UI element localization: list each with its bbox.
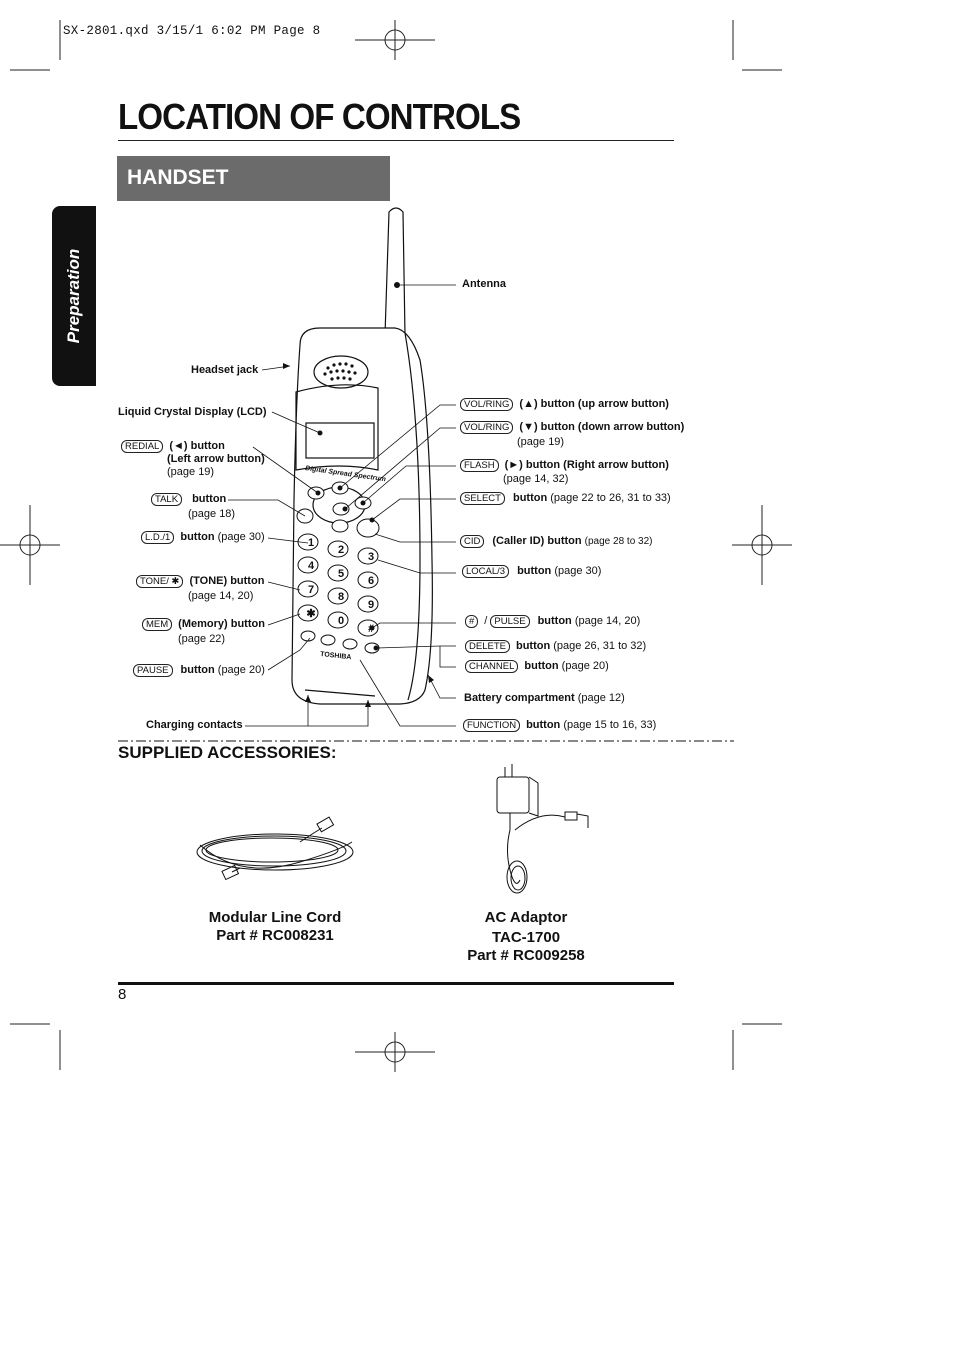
flash-key: FLASH [460, 459, 499, 472]
vol-down-key: VOL/RING [460, 421, 514, 434]
label-flash: FLASH(►) button (Right arrow button) [460, 459, 669, 472]
mem-key: MEM [142, 618, 173, 631]
ac-adaptor-illustration [496, 764, 589, 894]
adaptor-name: AC Adaptor [484, 909, 568, 926]
label-mem-page: (page 22) [178, 633, 226, 645]
adaptor-caption: AC Adaptor TAC-1700 Part # RC009258 [450, 909, 602, 965]
label-redial-sub: (Left arrow button) [167, 453, 265, 465]
local-key: LOCAL/3 [462, 565, 510, 578]
svg-text:7: 7 [308, 584, 314, 596]
svg-text:3: 3 [368, 551, 374, 563]
line-cord-caption: Modular Line Cord Part # RC008231 [190, 909, 360, 945]
svg-text:4: 4 [308, 560, 315, 572]
svg-text:8: 8 [338, 591, 344, 603]
talk-key: TALK [151, 493, 183, 506]
side-tab: Preparation [52, 206, 96, 386]
footer-rule [118, 982, 674, 985]
label-tone: TONE/ ✱(TONE) button [136, 575, 264, 588]
accessories-title: SUPPLIED ACCESSORIES: [118, 743, 337, 762]
label-mem: MEM(Memory) button [142, 618, 265, 631]
label-vol-up: VOL/RING(▲) button (up arrow button) [460, 398, 669, 411]
label-redial-page: (page 19) [167, 466, 215, 478]
svg-text:2: 2 [338, 544, 344, 556]
pulse-key: PULSE [490, 615, 530, 628]
svg-text:1: 1 [308, 537, 314, 549]
channel-key: CHANNEL [465, 660, 519, 673]
vol-up-key: VOL/RING [460, 398, 514, 411]
label-battery: Battery compartment (page 12) [464, 692, 625, 704]
line-cord-illustration [196, 816, 354, 881]
select-key: SELECT [460, 492, 505, 505]
line-cord-name: Modular Line Cord [208, 909, 342, 926]
title-rule [118, 140, 674, 141]
svg-text:✱: ✱ [306, 608, 315, 620]
tone-key: TONE/ ✱ [136, 575, 184, 588]
svg-text:6: 6 [368, 575, 374, 587]
page-title: LOCATION OF CONTROLS [118, 96, 521, 137]
label-vol-down: VOL/RING(▼) button (down arrow button) [460, 421, 684, 434]
cid-key: CID [460, 535, 485, 548]
adaptor-part: Part # RC009258 [467, 947, 585, 964]
section-header: HANDSET [117, 156, 390, 201]
label-flash-page: (page 14, 32) [503, 473, 569, 485]
page-number: 8 [118, 986, 127, 1003]
label-tone-page: (page 14, 20) [188, 590, 254, 602]
phone-brand: TOSHIBA [320, 651, 352, 661]
label-cid: CID(Caller ID) button (page 28 to 32) [460, 535, 652, 548]
label-antenna: Antenna [462, 278, 506, 290]
svg-text:0: 0 [338, 615, 344, 627]
ld-key: L.D./1 [141, 531, 175, 544]
svg-text:5: 5 [338, 568, 344, 580]
print-slug: SX-2801.qxd 3/15/1 6:02 PM Page 8 [63, 24, 321, 38]
label-vol-down-page: (page 19) [517, 436, 565, 448]
function-key: FUNCTION [463, 719, 521, 732]
redial-key: REDIAL [121, 440, 164, 453]
label-headset-jack: Headset jack [191, 364, 259, 376]
adaptor-model: TAC-1700 [491, 929, 561, 946]
svg-text:9: 9 [368, 599, 374, 611]
delete-key: DELETE [465, 640, 510, 653]
label-charging-contacts: Charging contacts [146, 719, 243, 731]
label-redial: REDIAL(◄) button [121, 440, 225, 453]
label-lcd: Liquid Crystal Display (LCD) [118, 406, 267, 418]
hash-key: # [465, 615, 479, 628]
line-cord-part: Part # RC008231 [216, 927, 334, 944]
label-talk-page: (page 18) [188, 508, 236, 520]
pause-key: PAUSE [133, 664, 173, 677]
